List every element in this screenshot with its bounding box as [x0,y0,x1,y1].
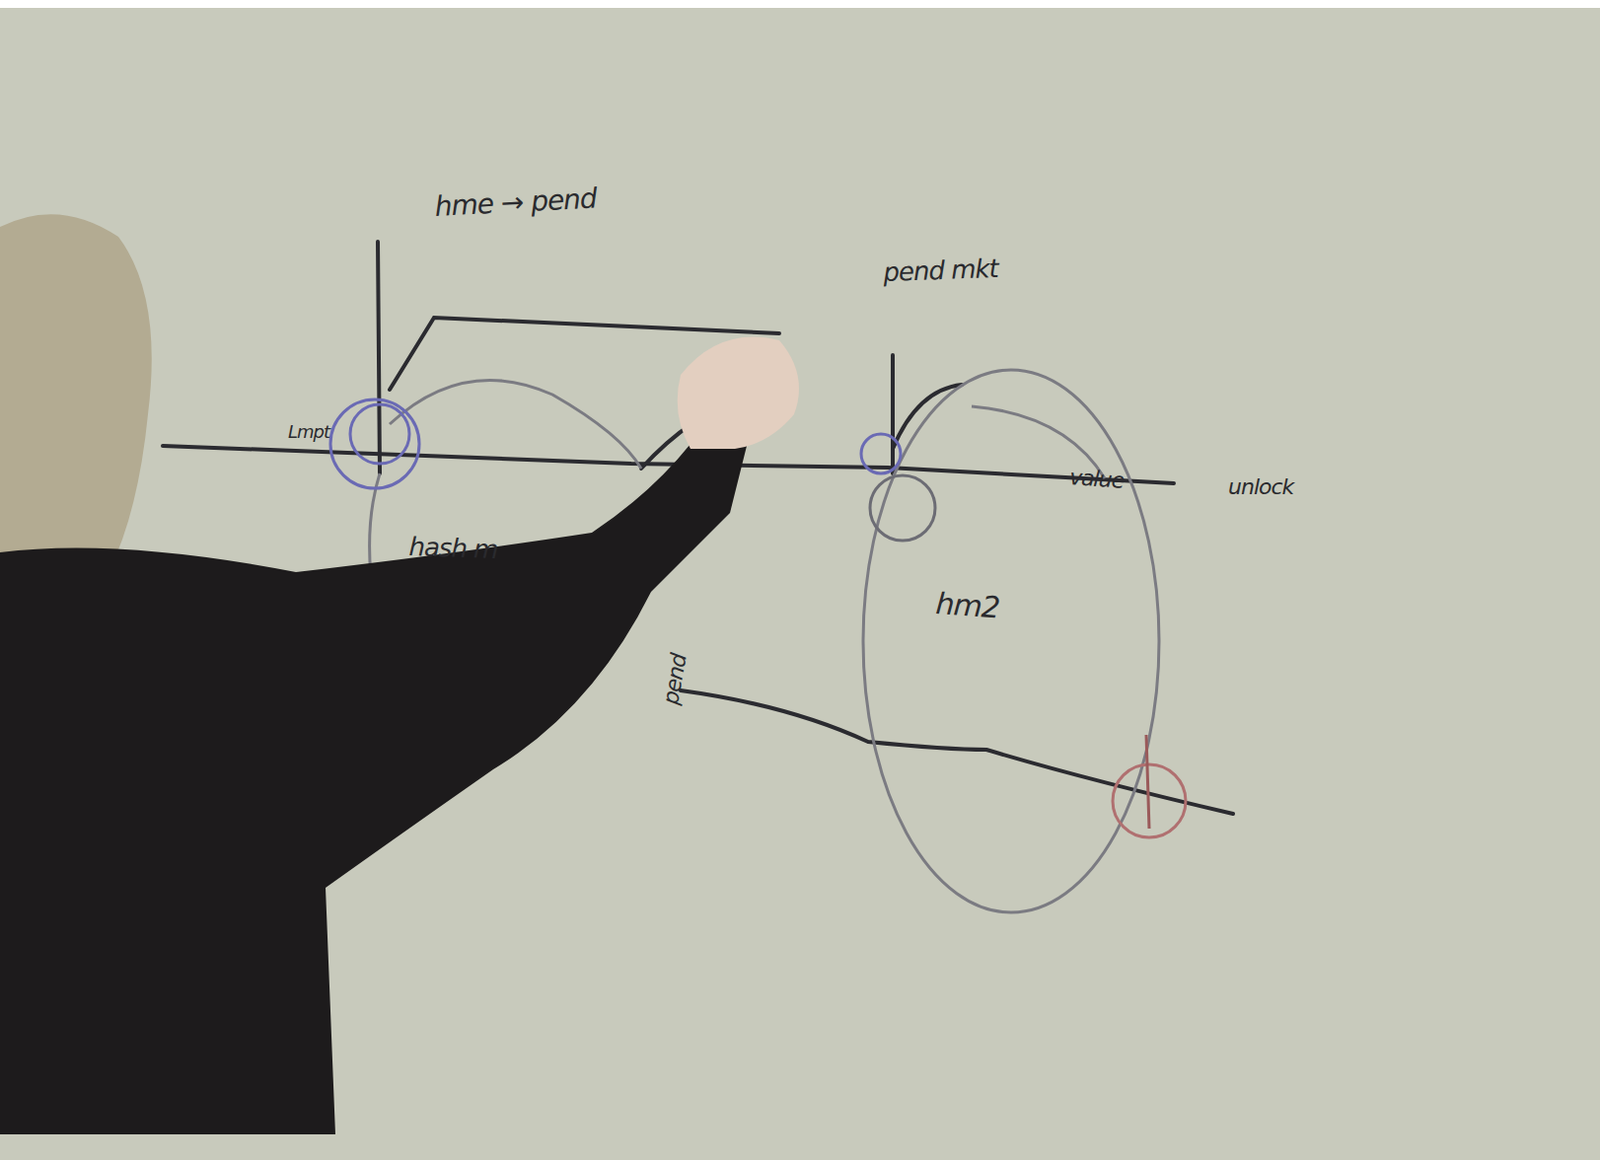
small-circle [870,475,936,541]
person [0,214,800,1135]
handwritten-label: value [1068,465,1125,494]
frame-edge [0,0,1600,8]
handwritten-label: pend mkt [882,254,999,288]
handwritten-label: hash m [408,532,499,565]
handwritten-label: hm2 [935,586,1001,624]
handwritten-label: Lmpt [288,422,330,442]
blue-circles [330,399,901,489]
red-circle [1112,734,1186,838]
handwritten-label: unlock [1228,475,1294,500]
